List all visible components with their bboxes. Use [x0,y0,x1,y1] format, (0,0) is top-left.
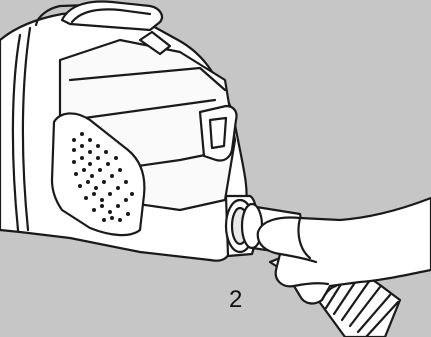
vacuum-cleaner-body-illustration [0,2,257,261]
step-number-label: 2 [229,286,242,314]
